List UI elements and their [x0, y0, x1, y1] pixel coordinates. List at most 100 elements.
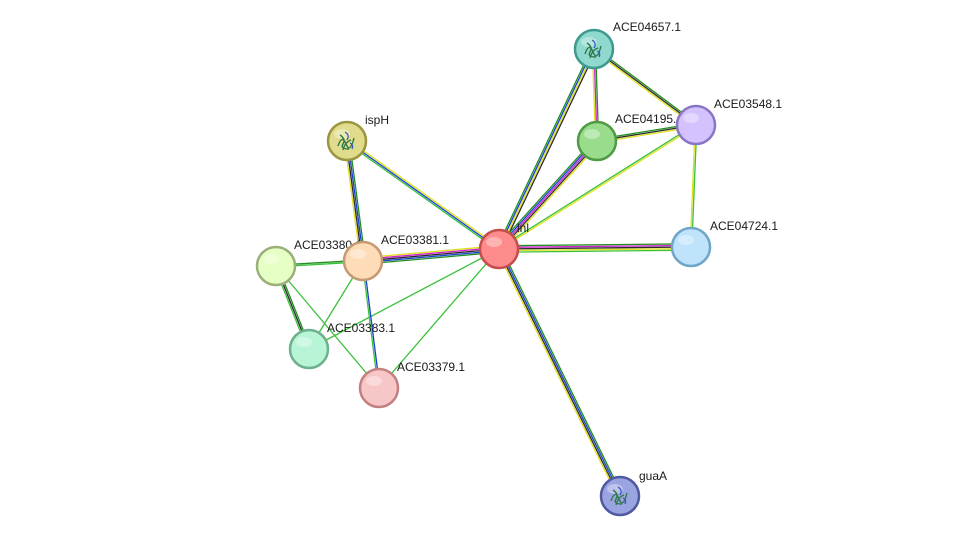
- edge-evidence-line: [499, 141, 599, 251]
- edge-evidence-line: [363, 251, 500, 265]
- edge-evidence-line: [348, 140, 367, 261]
- edge-evidence-line: [275, 265, 380, 389]
- node-label: ACE03381.1: [381, 233, 449, 247]
- node-highlight: [334, 129, 350, 139]
- edge-evidence-line: [500, 247, 623, 496]
- edge-evidence-line: [592, 49, 696, 127]
- node-label: ACE04657.1: [613, 20, 681, 34]
- edge-evidence-line: [496, 47, 593, 249]
- node-ace03379-1[interactable]: ACE03379.1: [358, 360, 465, 409]
- edge-evidence-line: [361, 261, 379, 389]
- edge-ace03381-1-ace03379-1[interactable]: [361, 260, 381, 389]
- edge-lnl-guaa[interactable]: [496, 247, 623, 498]
- edge-evidence-line: [499, 248, 622, 496]
- edge-lnl-ace03383-1[interactable]: [308, 248, 500, 350]
- node-highlight: [486, 237, 502, 247]
- node-highlight: [296, 337, 312, 347]
- edge-evidence-line: [347, 139, 501, 249]
- node-ace03380-1[interactable]: ACE03380.1: [255, 238, 362, 287]
- edge-evidence-line: [362, 248, 500, 262]
- node-circle: [670, 226, 712, 268]
- node-ace04724-1[interactable]: ACE04724.1: [670, 219, 778, 268]
- node-ace03548-1[interactable]: ACE03548.1: [675, 97, 782, 146]
- edge-lnl-ace04195[interactable]: [496, 138, 600, 252]
- edge-evidence-line: [343, 141, 362, 262]
- node-highlight: [263, 254, 279, 264]
- node-highlight: [366, 376, 382, 386]
- edge-evidence-line: [345, 141, 499, 251]
- edge-evidence-line: [691, 125, 698, 248]
- edge-evidence-line: [498, 246, 692, 250]
- node-guaa[interactable]: guaA: [599, 469, 667, 517]
- node-label: ACE03379.1: [397, 360, 465, 374]
- node-label: ACE03380.1: [294, 238, 362, 252]
- node-label: ACE04724.1: [710, 219, 778, 233]
- node-circle: [288, 328, 330, 370]
- edge-evidence-line: [499, 49, 596, 250]
- edge-evidence-line: [363, 249, 500, 264]
- edge-ace03380-1-ace03379-1[interactable]: [275, 265, 380, 389]
- edge-evidence-line: [346, 140, 500, 250]
- node-circle: [255, 245, 297, 287]
- node-circle: [326, 120, 368, 162]
- node-circle: [599, 475, 641, 517]
- edge-evidence-line: [362, 246, 499, 261]
- edge-evidence-line: [363, 260, 381, 388]
- edge-evidence-line: [362, 245, 499, 259]
- node-ace04657-1[interactable]: ACE04657.1: [573, 20, 681, 70]
- node-isph[interactable]: ispH: [326, 113, 389, 162]
- edge-evidence-line: [499, 249, 692, 253]
- edge-evidence-line: [497, 249, 620, 497]
- edge-evidence-line: [498, 140, 598, 250]
- node-label: ACE03383.1: [327, 321, 395, 335]
- edge-evidence-line: [499, 247, 692, 252]
- node-ace03381-1[interactable]: ACE03381.1: [342, 233, 449, 282]
- edge-evidence-line: [689, 124, 696, 247]
- edge-evidence-line: [497, 48, 594, 249]
- edge-ace04657-1-ace03548-1[interactable]: [592, 47, 698, 127]
- edge-evidence-line: [496, 138, 596, 248]
- edge-evidence-line: [593, 48, 697, 126]
- node-label: guaA: [639, 469, 667, 483]
- edge-lnl-ace03548-1[interactable]: [498, 123, 697, 251]
- protein-structure-icon: [584, 39, 602, 59]
- node-highlight: [350, 249, 366, 259]
- node-ace03383-1[interactable]: ACE03383.1: [288, 321, 395, 370]
- node-circle: [358, 367, 400, 409]
- edge-lnl-isph[interactable]: [345, 139, 501, 251]
- edge-lnl-ace04657-1[interactable]: [496, 47, 597, 251]
- node-circle: [478, 228, 520, 270]
- edge-lnl-ace04724-1[interactable]: [498, 243, 692, 253]
- edge-evidence-line: [497, 139, 597, 249]
- node-highlight: [683, 113, 699, 123]
- protein-structure-icon: [337, 131, 355, 151]
- edge-evidence-line: [498, 123, 696, 249]
- node-highlight: [581, 37, 597, 47]
- node-label: ispH: [365, 113, 389, 127]
- edge-evidence-line: [594, 47, 698, 125]
- node-label: ACE04195.: [615, 112, 676, 126]
- node-lnl[interactable]: lnl: [478, 221, 529, 270]
- node-label: ACE03548.1: [714, 97, 782, 111]
- edge-evidence-line: [499, 125, 697, 251]
- edge-evidence-line: [308, 248, 500, 350]
- edge-evidence-line: [500, 142, 600, 252]
- node-highlight: [678, 235, 694, 245]
- edge-evidence-line: [498, 244, 691, 249]
- edge-lnl-ace03379-1[interactable]: [378, 248, 500, 389]
- edge-evidence-line: [500, 49, 597, 251]
- edge-evidence-line: [498, 243, 691, 247]
- edge-lnl-ace03381-1[interactable]: [362, 245, 500, 265]
- node-circle: [576, 120, 618, 162]
- node-circle: [675, 104, 717, 146]
- node-highlight: [584, 129, 600, 139]
- node-ace04195[interactable]: ACE04195.: [576, 112, 676, 162]
- node-circle: [573, 28, 615, 70]
- protein-structure-icon: [610, 486, 628, 506]
- edge-ace03548-1-ace04724-1[interactable]: [689, 124, 698, 248]
- edge-evidence-line: [378, 248, 500, 389]
- edge-evidence-line: [496, 249, 619, 498]
- node-label: lnl: [517, 221, 529, 235]
